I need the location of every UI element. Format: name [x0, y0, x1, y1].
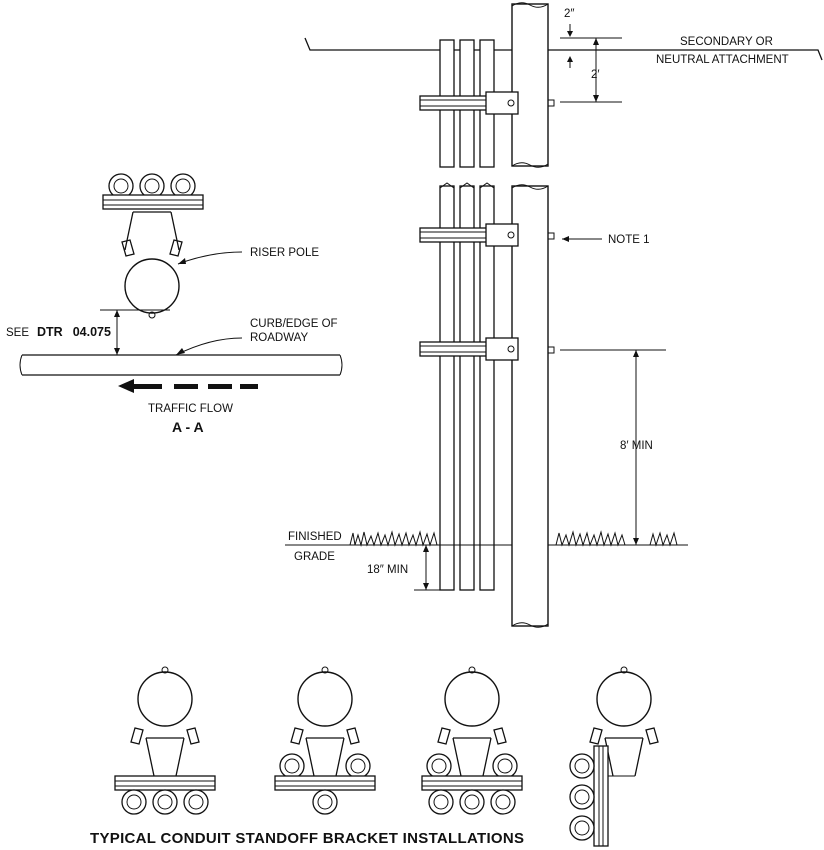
- dim-2-feet: 2′: [591, 69, 600, 81]
- installation-3: [421, 666, 523, 815]
- conduits-lower: [439, 182, 495, 591]
- riser-pole-section: [124, 258, 180, 314]
- dimension-18in: 18″ MIN: [367, 545, 440, 591]
- installation-1: [114, 666, 216, 815]
- bracket-middle: [419, 223, 555, 247]
- note1-callout: NOTE 1: [562, 234, 650, 246]
- dimension-top: 2″ 2′: [560, 8, 622, 103]
- section-aa: RISER POLE SEE DTR 04.075 CURB/EDGE OF R…: [6, 173, 343, 435]
- section-label: A - A: [172, 419, 204, 435]
- curb-label-2: ROADWAY: [250, 332, 308, 344]
- dim-2-inch: 2″: [564, 8, 574, 20]
- riser-pole-label: RISER POLE: [250, 247, 319, 259]
- grade-label: GRADE: [294, 551, 335, 563]
- bracket-lower: [419, 337, 555, 361]
- secondary-line: [304, 37, 823, 61]
- dim-18in-min: 18″ MIN: [367, 564, 408, 576]
- pole-upper: [511, 2, 549, 168]
- secondary-label-2: NEUTRAL ATTACHMENT: [656, 54, 789, 66]
- note1-label: NOTE 1: [608, 234, 650, 246]
- bottom-title: TYPICAL CONDUIT STANDOFF BRACKET INSTALL…: [90, 830, 524, 847]
- section-conduits: [108, 173, 196, 199]
- installation-4: [569, 666, 659, 847]
- curb-label-1: CURB/EDGE OF: [250, 318, 338, 330]
- elevation-view: 2″ 2′ SECONDARY OR NEUTRAL ATTACHMENT NO…: [285, 2, 823, 628]
- pole-lower: [511, 184, 549, 628]
- see-dtr-label: SEE DTR 04.075: [6, 323, 111, 340]
- dim-8ft-min: 8′ MIN: [620, 440, 653, 452]
- secondary-label-1: SECONDARY OR: [680, 36, 773, 48]
- grade-line: FINISHED GRADE: [285, 530, 688, 563]
- traffic-flow-label: TRAFFIC FLOW: [148, 403, 233, 415]
- finished-label: FINISHED: [288, 531, 342, 543]
- installation-2: [274, 666, 376, 815]
- traffic-flow-arrow: [118, 379, 258, 393]
- bracket-upper: [419, 91, 555, 115]
- dimension-8ft: 8′ MIN: [560, 349, 666, 545]
